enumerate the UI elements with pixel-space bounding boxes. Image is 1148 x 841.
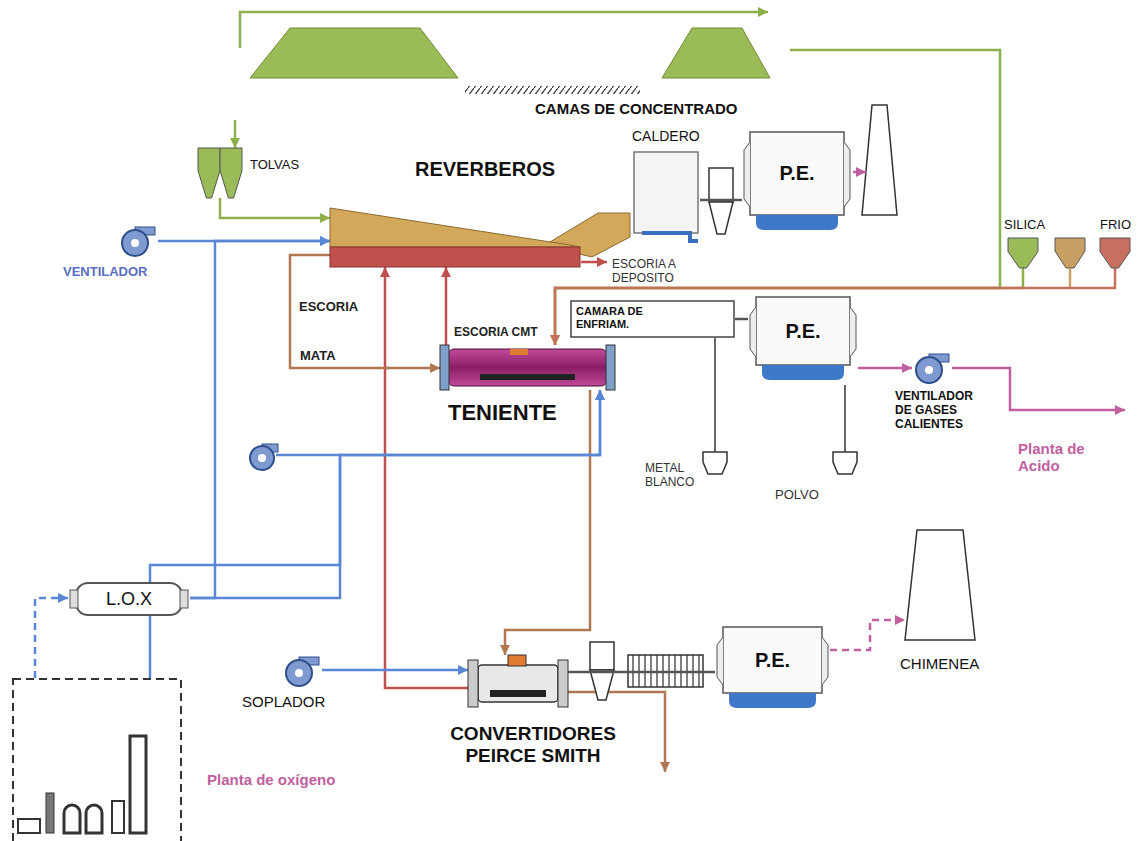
peirce-smith-converter-shape <box>468 655 568 710</box>
flux-hopper <box>1055 238 1085 288</box>
node-label: SILICA <box>1004 218 1045 233</box>
note-label: POLVO <box>775 488 819 503</box>
ground-hatching <box>465 86 640 94</box>
acid-gas-line <box>952 368 1125 410</box>
feed-hoppers: TOLVAS <box>198 148 242 198</box>
flux-hopper-shape <box>1008 238 1038 268</box>
node-label: CALDERO <box>632 128 700 144</box>
edge-label: MATA <box>298 349 338 364</box>
fan-symbol: SOPLADOR <box>282 655 322 687</box>
fan-symbol-shape <box>118 225 158 257</box>
reverberatory-furnace: REVERBEROS <box>330 195 630 267</box>
flow-line <box>290 255 440 368</box>
edge-label: ESCORIA <box>297 300 360 315</box>
node-label: TENIENTE <box>448 400 557 425</box>
oxygen-plant: Planta de oxígeno <box>12 678 182 841</box>
teniente-converter: TENIENTE <box>440 345 615 390</box>
fan-symbol-shape <box>912 352 952 384</box>
flow-line <box>35 598 68 678</box>
node-label: VENTILADOR DE GASES CALIENTES <box>895 390 980 431</box>
fan-symbol: VENTILADOR DE GASES CALIENTES <box>912 352 952 384</box>
electrostatic-precipitator: P.E. <box>748 295 858 385</box>
flow-line <box>220 198 330 218</box>
flux-hopper: SILICA <box>1008 238 1038 268</box>
flux-hopper: FRIO <box>1100 238 1130 268</box>
electrostatic-precipitator: P.E. <box>715 625 830 713</box>
node-label: SOPLADOR <box>242 693 325 710</box>
waste-heat-boiler-shape <box>632 150 700 245</box>
flux-hopper-shape <box>1100 238 1130 268</box>
oxygen-tank: L.O.X <box>68 580 190 618</box>
flow-line <box>150 390 600 678</box>
dust-hopper <box>833 385 857 474</box>
flow-line <box>700 199 742 202</box>
blower-symbol <box>250 444 340 470</box>
flow-line <box>190 241 330 598</box>
gas-arrow <box>853 172 866 173</box>
concentrate-beds: CAMAS DE CONCENTRADO <box>230 20 790 120</box>
white-metal-hopper <box>703 338 727 474</box>
flow-line <box>858 367 912 370</box>
node-label: TOLVAS <box>250 158 299 173</box>
electrostatic-precipitator: P.E. <box>742 130 852 235</box>
note-label: Planta de Acido <box>1018 440 1103 475</box>
node-label: CAMARA DE ENFRIAM. <box>576 305 648 330</box>
node-label: P.E. <box>779 162 814 185</box>
oxygen-plant-shape <box>12 678 182 841</box>
node-label: CHIMENEA <box>900 655 979 672</box>
node-label: L.O.X <box>106 589 152 610</box>
reverberatory-furnace-shape <box>330 195 630 267</box>
node-label: P.E. <box>755 649 790 672</box>
flow-line <box>445 267 448 345</box>
node-label: VENTILADOR <box>63 265 148 280</box>
waste-heat-boiler: CALDERO <box>632 150 700 245</box>
node-label: CAMAS DE CONCENTRADO <box>535 100 738 117</box>
node-label: P.E. <box>785 320 820 343</box>
chimney-shape <box>905 530 975 640</box>
note-label: METAL BLANCO <box>645 462 703 490</box>
note-label: ESCORIA A DEPOSITO <box>612 258 707 286</box>
fan-symbol-shape <box>282 655 322 687</box>
node-label: REVERBEROS <box>415 158 555 181</box>
node-label: Planta de oxígeno <box>207 771 335 788</box>
flow-line <box>830 620 905 650</box>
node-label: FRIO <box>1100 218 1131 233</box>
node-label: CONVERTIDORES PEIRCE SMITH <box>418 723 648 767</box>
flow-line <box>190 390 600 598</box>
edge-label: ESCORIA CMT <box>452 326 540 340</box>
chimney: CHIMENEA <box>905 530 975 640</box>
feed-hoppers-shape <box>198 148 242 198</box>
flow-line <box>322 669 468 672</box>
flow-line <box>568 671 715 674</box>
flow-line <box>505 390 590 655</box>
flow-line <box>234 120 237 148</box>
flow-line <box>735 318 748 321</box>
peirce-smith-converter: CONVERTIDORES PEIRCE SMITH <box>468 655 568 710</box>
slag-arrow <box>581 262 607 263</box>
teniente-converter-shape <box>440 345 615 390</box>
fan-symbol: VENTILADOR <box>118 225 158 257</box>
stack <box>862 105 897 215</box>
cooling-chamber: CAMARA DE ENFRIAM. <box>570 300 735 338</box>
